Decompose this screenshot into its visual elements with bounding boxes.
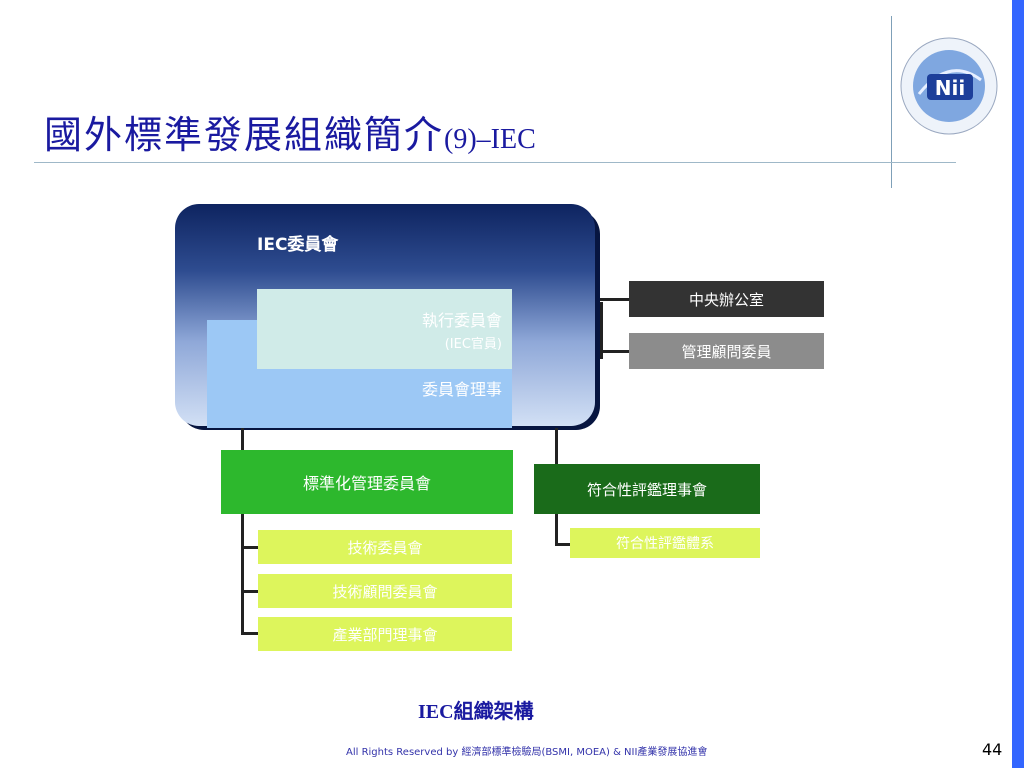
sector-boards-box: 產業部門理事會 — [258, 617, 512, 651]
standardization-board-box: 標準化管理委員會 — [221, 450, 513, 514]
slide-title: 國外標準發展組織簡介(9)–IEC — [44, 104, 536, 159]
technical-advisory-label: 技術顧問委員會 — [332, 582, 438, 601]
standardization-board-label: 標準化管理委員會 — [302, 474, 431, 493]
connector-cab-children — [555, 514, 558, 546]
slide-title-suffix: (9)–IEC — [444, 124, 536, 155]
central-office-box: 中央辦公室 — [629, 281, 824, 317]
connector-sb — [241, 632, 258, 635]
management-advisory-label: 管理顧問委員 — [681, 342, 772, 361]
conformity-systems-label: 符合性評鑑體系 — [616, 536, 714, 552]
council-board-label: 委員會理事 — [421, 380, 502, 399]
logo-text: Nii — [935, 76, 965, 100]
copyright-footer: All Rights Reserved by 經濟部標準檢驗局(BSMI, MO… — [346, 747, 708, 758]
diagram-caption: IEC組織架構 — [418, 701, 534, 723]
iec-org-chart: IEC委員會 委員會理事 執行委員會 (IEC官員) 中央辦公室 管理顧問委員 … — [175, 200, 824, 670]
connector-tc — [241, 546, 258, 549]
iec-council-label: IEC委員會 — [257, 235, 339, 255]
header-divider-vertical — [891, 16, 892, 188]
sector-boards-label: 產業部門理事會 — [332, 625, 438, 644]
exec-committee-box: 執行委員會 (IEC官員) — [257, 289, 512, 369]
exec-committee-sub-label: (IEC官員) — [444, 336, 502, 352]
connector-advisory — [600, 350, 629, 353]
connector-cas — [555, 543, 570, 546]
connector-council-offices — [600, 302, 603, 359]
header-divider-horizontal — [34, 162, 956, 163]
connector-smb-children — [241, 514, 244, 634]
connector-council-smb — [241, 428, 244, 450]
nii-logo: Nii — [900, 37, 998, 135]
technical-advisory-box: 技術顧問委員會 — [258, 574, 512, 608]
exec-committee-label: 執行委員會 — [421, 310, 502, 330]
page-number: 44 — [982, 740, 1003, 759]
connector-central-office — [600, 298, 629, 301]
connector-tab — [241, 590, 258, 593]
right-accent-bar — [1012, 0, 1024, 768]
conformity-systems-box: 符合性評鑑體系 — [570, 528, 760, 558]
central-office-label: 中央辦公室 — [688, 290, 764, 309]
technical-committees-box: 技術委員會 — [258, 530, 512, 564]
conformity-board-label: 符合性評鑑理事會 — [586, 480, 707, 499]
management-advisory-box: 管理顧問委員 — [629, 333, 824, 369]
technical-committees-label: 技術委員會 — [347, 538, 423, 557]
slide-title-main: 國外標準發展組織簡介 — [44, 113, 445, 157]
connector-council-cab — [555, 428, 558, 464]
conformity-board-box: 符合性評鑑理事會 — [534, 464, 760, 514]
